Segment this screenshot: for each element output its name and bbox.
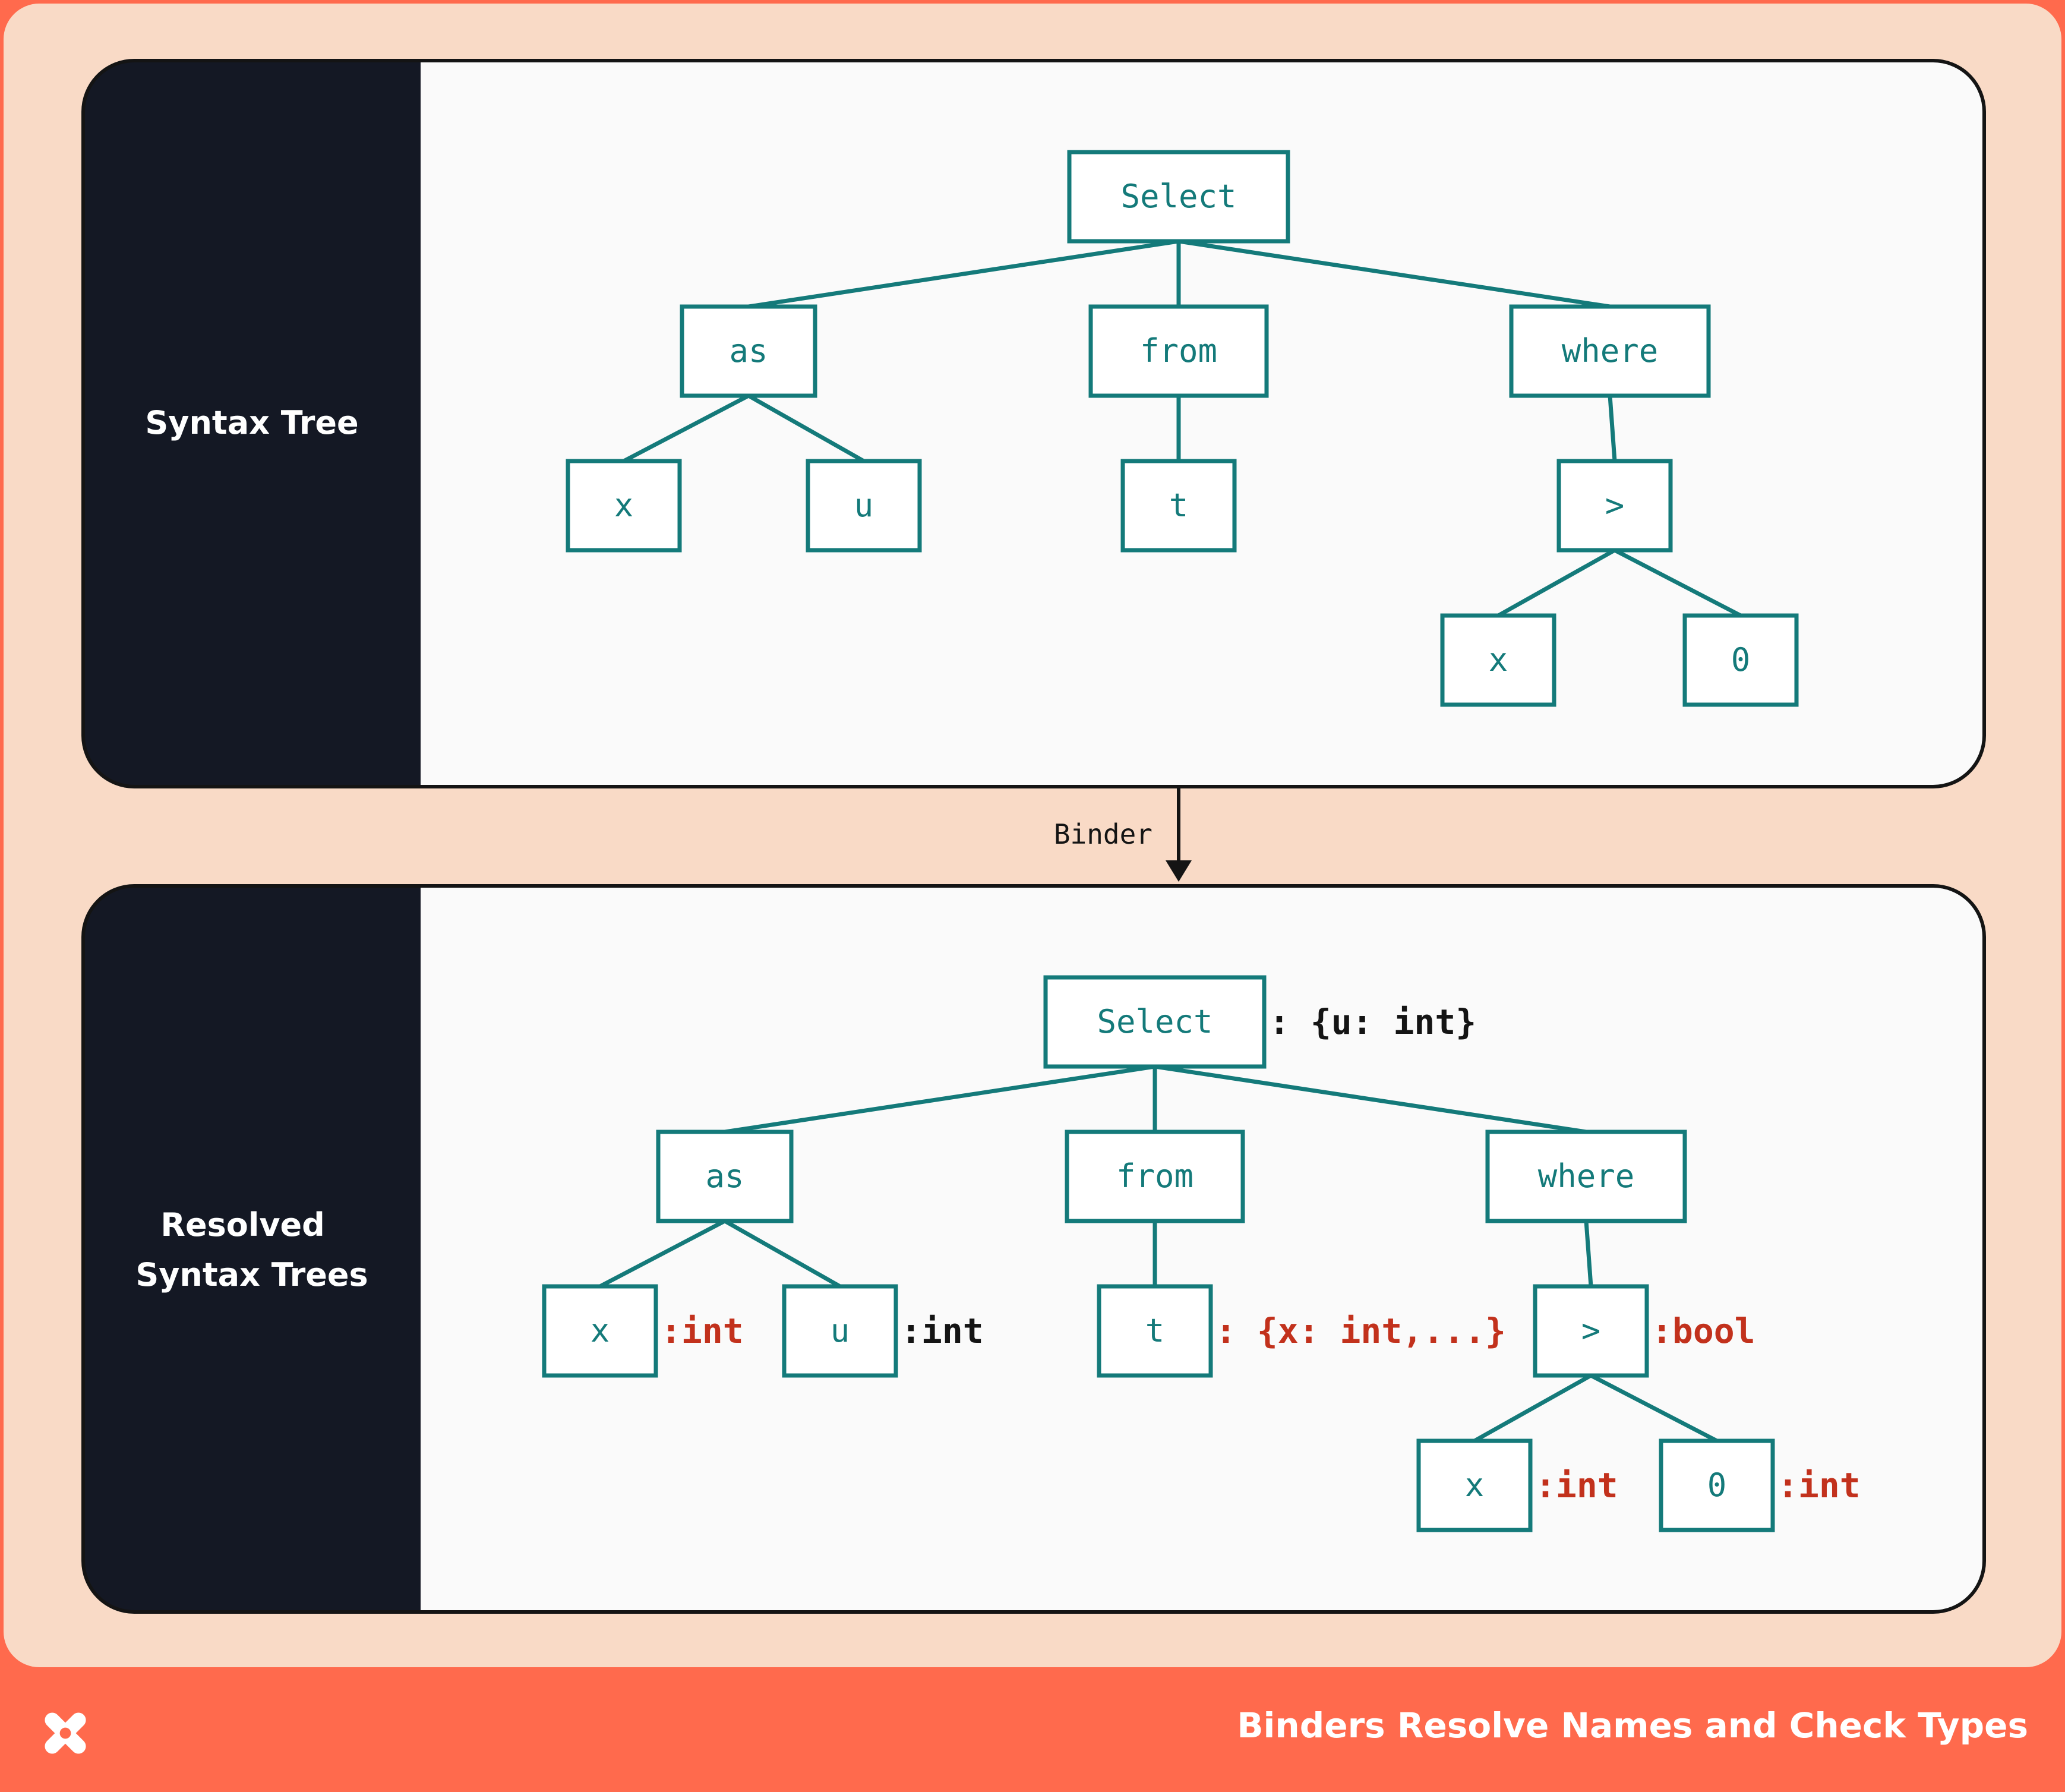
- tree-node-t: t: [1097, 1284, 1213, 1378]
- type-annotation-x2: :int: [1535, 1465, 1618, 1506]
- tree-node-gt: >: [1533, 1284, 1649, 1378]
- panel-title-resolved: Resolved Syntax Trees: [135, 1206, 368, 1293]
- node-label-x1: x: [614, 487, 634, 524]
- node-label-t: t: [1169, 487, 1189, 524]
- binder-arrow: Binder: [1054, 788, 1192, 882]
- tree-edge: [1608, 395, 1617, 462]
- node-label-select: Select: [1097, 1003, 1213, 1040]
- node-label-u: u: [854, 487, 874, 524]
- node-label-as: as: [705, 1157, 744, 1195]
- tree-edge: [724, 1064, 1155, 1134]
- tree-node-x1: x: [566, 459, 682, 553]
- tree-node-x2: x: [1440, 613, 1556, 707]
- tree-edge: [747, 393, 865, 463]
- footer-title: Binders Resolve Names and Check Types: [1237, 1705, 2028, 1746]
- tree-edge: [724, 1219, 841, 1289]
- tree-edge: [1584, 1220, 1593, 1287]
- tree-edge: [599, 1219, 726, 1289]
- node-label-x2: x: [1465, 1466, 1485, 1504]
- node-label-from: from: [1116, 1157, 1193, 1195]
- tree-node-where: where: [1509, 304, 1711, 398]
- tree-node-u: u: [782, 1284, 898, 1378]
- node-label-zero: 0: [1731, 641, 1751, 679]
- tree-edge: [1497, 548, 1616, 618]
- node-label-x2: x: [1489, 641, 1508, 679]
- tree-node-x2: x: [1416, 1438, 1533, 1532]
- tree-edge: [748, 239, 1179, 309]
- node-label-zero: 0: [1707, 1466, 1727, 1504]
- type-annotation-x1: :int: [661, 1311, 744, 1351]
- syntax-tree-panel: Syntax Tree Select as from where x u t > x 0: [81, 59, 1986, 788]
- node-label-gt: >: [1581, 1312, 1601, 1349]
- binder-label: Binder: [1054, 818, 1153, 850]
- tree-node-as: as: [680, 304, 817, 398]
- type-annotation-zero: :int: [1777, 1465, 1861, 1506]
- tree-node-zero: 0: [1682, 613, 1799, 707]
- brand-logo-icon: [45, 1712, 86, 1754]
- node-label-gt: >: [1605, 487, 1625, 524]
- node-label-where: where: [1538, 1157, 1635, 1195]
- tree-edge: [1473, 1373, 1592, 1443]
- node-label-where: where: [1562, 332, 1659, 370]
- tree-node-x1: x: [542, 1284, 658, 1378]
- tree-node-zero: 0: [1659, 1438, 1775, 1532]
- resolved-syntax-trees-panel: Resolved Syntax Trees Select : {u: int} as…: [81, 884, 1986, 1614]
- tree-node-u: u: [806, 459, 922, 553]
- tree-node-where: where: [1485, 1130, 1687, 1223]
- type-annotation-t: : {x: int,...}: [1215, 1311, 1506, 1351]
- type-annotation-u: :int: [901, 1311, 984, 1351]
- tree-node-select: Select: [1067, 150, 1290, 244]
- tree-edge: [623, 393, 750, 463]
- resolved-syntax-tree: Select : {u: int} as from where x :int u :int t : …: [542, 975, 1861, 1532]
- tree-node-from: from: [1088, 304, 1269, 398]
- resolved-sidebar: [83, 886, 421, 1612]
- node-label-x1: x: [591, 1312, 610, 1349]
- type-annotation-select: : {u: int}: [1269, 1002, 1476, 1042]
- syntax-tree-sidebar: [83, 61, 421, 787]
- node-label-t: t: [1145, 1312, 1165, 1349]
- tree-node-gt: >: [1556, 459, 1673, 553]
- tree-edge: [1154, 1064, 1587, 1134]
- panel-title-syntax-tree: Syntax Tree: [145, 404, 358, 441]
- tree-edge: [1590, 1373, 1718, 1443]
- node-label-select: Select: [1120, 178, 1236, 215]
- type-annotation-gt: :bool: [1652, 1311, 1755, 1351]
- tree-node-select: Select: [1043, 975, 1267, 1069]
- tree-node-from: from: [1065, 1130, 1245, 1223]
- tree-edge: [1178, 239, 1611, 309]
- syntax-tree: Select as from where x u t > x 0: [566, 150, 1799, 707]
- tree-node-t: t: [1120, 459, 1237, 553]
- tree-edge: [1614, 548, 1742, 618]
- node-label-from: from: [1140, 332, 1217, 370]
- tree-node-as: as: [656, 1130, 794, 1223]
- node-label-as: as: [729, 332, 768, 370]
- node-label-u: u: [831, 1312, 850, 1349]
